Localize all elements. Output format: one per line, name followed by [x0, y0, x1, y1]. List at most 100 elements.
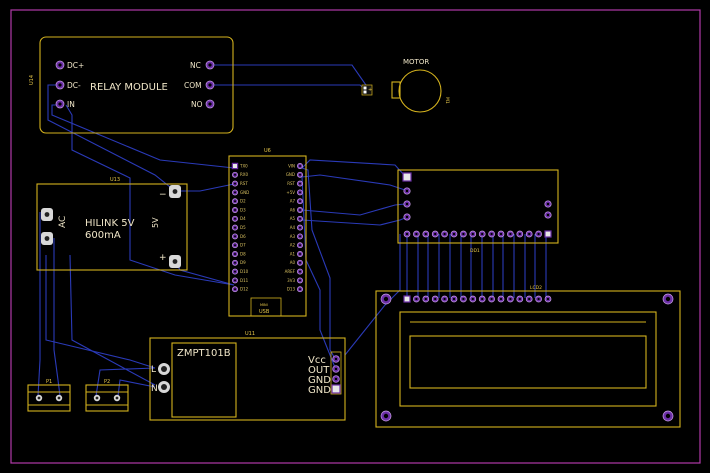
i2c-pin	[516, 230, 524, 238]
mcu-pin-d7	[232, 242, 238, 249]
lcd-pin	[450, 295, 458, 303]
motor: MOTOR + M1	[361, 58, 450, 113]
mcu-pin-gnd	[297, 171, 303, 178]
lcd-pin	[460, 295, 467, 303]
terminal-p1-ref: P1	[46, 379, 52, 385]
i2c-pin	[469, 230, 477, 238]
i2c-pin	[403, 230, 411, 238]
mcu-pin-label: AREF	[285, 269, 296, 274]
zmpt-n-label: N	[151, 384, 158, 394]
mcu-pin-label: A7	[290, 199, 296, 204]
relay-pin-com: COM	[184, 80, 215, 90]
zmpt-ref: U11	[245, 331, 255, 337]
zmpt-pin-gnd1: GND	[308, 375, 331, 386]
i2c-lcd-bus	[344, 234, 547, 356]
mcu-pin-d10	[232, 268, 238, 275]
mcu-pin-d6	[232, 233, 238, 240]
relay-title: RELAY MODULE	[90, 82, 168, 93]
mcu-pin-d2	[232, 198, 238, 205]
mcu-pin-label: A4	[290, 225, 296, 230]
lcd-pin	[478, 295, 486, 303]
relay-pin-label: IN	[67, 100, 75, 109]
mcu-pin-a5	[297, 215, 303, 222]
hilink-module: U13 AC HILINK 5V 600mA 5V − +	[36, 177, 188, 271]
terminal-p1: P1	[27, 379, 71, 412]
mcu-pin-a3	[297, 233, 303, 240]
mcu-pin-label: D10	[240, 269, 249, 274]
mcu-pin-gnd	[232, 189, 238, 196]
terminal-p2-ref: P2	[104, 379, 110, 385]
motor-terminal-plus: +	[368, 87, 372, 93]
mcu-pin-label: VIN	[288, 163, 295, 168]
mcu-pin-d8	[232, 251, 238, 257]
hilink-minus: −	[159, 190, 167, 200]
mcu-pin-label: D3	[240, 207, 246, 212]
i2c-pin	[413, 230, 420, 238]
mcu-pin-vin	[297, 163, 303, 169]
i2c-backpack: DD1	[397, 169, 559, 254]
mcu-ref: U6	[264, 148, 271, 154]
mcu-pin-a0	[297, 259, 303, 266]
i2c-pin	[431, 230, 439, 238]
i2c-pin	[507, 230, 514, 238]
lcd-pin	[469, 295, 477, 303]
lcd-pin	[535, 295, 542, 303]
mcu-pin-aref	[297, 268, 303, 275]
lcd-pin	[507, 295, 514, 303]
mcu-usb-label: USB	[259, 309, 270, 315]
relay-pin-in: IN	[55, 99, 75, 109]
i2c-pin	[525, 230, 533, 238]
mcu-pin-a7	[297, 198, 303, 205]
mcu-pin-rst	[232, 180, 238, 187]
motor-ref: M1	[444, 97, 450, 104]
mcu-pin-d4	[232, 215, 238, 222]
mcu-pin-label: D2	[240, 199, 246, 204]
mcu-pin-label: D9	[240, 260, 246, 265]
lcd-pin	[544, 295, 552, 303]
zmpt-title: ZMPT101B	[177, 348, 231, 359]
mcu-pin-label: A5	[290, 216, 296, 221]
i2c-pin	[450, 230, 458, 238]
relay-pin-label: DC+	[67, 61, 84, 70]
mcu-pin-label: RX0	[240, 172, 249, 177]
relay-pin-dc-minus: DC-	[55, 80, 81, 90]
lcd-pin	[525, 295, 533, 303]
mcu-pin-label: A0	[290, 260, 296, 265]
mcu-pin-label: RST	[240, 181, 248, 186]
mcu-mini-label: MINI	[260, 303, 268, 307]
mcu-pin-label: A2	[290, 243, 296, 248]
hilink-plus: +	[159, 253, 167, 263]
i2c-ref: DD1	[470, 248, 480, 254]
mcu-pin-label: D5	[240, 225, 246, 230]
mcu-nano: U6 MINI USB TX0RX0RSTGNDD2D3D4D5D6D7D8D9…	[228, 148, 307, 317]
mcu-pin-label: D12	[240, 287, 249, 292]
relay-pin-dc-plus: DC+	[55, 60, 84, 70]
mcu-pin-a2	[297, 242, 303, 249]
board-outline	[10, 9, 701, 464]
mcu-pin-label: GND	[240, 190, 249, 195]
i2c-bottom-pins	[403, 230, 552, 238]
hilink-ref: U13	[110, 177, 120, 183]
i2c-header-pins	[402, 172, 552, 221]
mcu-pin-a1	[297, 251, 303, 257]
lcd-pin	[403, 295, 411, 303]
relay-pin-label: DC-	[67, 81, 81, 90]
mcu-pin-d11	[232, 277, 238, 284]
lcd-mount-holes	[380, 293, 674, 422]
mcu-pin-label: RST	[287, 181, 295, 186]
mcu-pin-a4	[297, 224, 303, 231]
mcu-pin-label: A1	[290, 251, 296, 256]
lcd-pin	[497, 295, 505, 303]
mcu-pin-label: D8	[240, 251, 246, 256]
mcu-pin-d13	[297, 286, 303, 293]
i2c-pin	[544, 230, 552, 238]
relay-ref: U14	[29, 75, 35, 85]
mcu-pin-label: 3V3	[287, 278, 295, 283]
mcu-pin-a6	[297, 207, 303, 213]
mcu-pin-label: GND	[286, 172, 295, 177]
lcd-top-pins	[403, 295, 552, 303]
mcu-pin-d3	[232, 207, 238, 213]
relay-pin-no: NO	[191, 99, 215, 109]
